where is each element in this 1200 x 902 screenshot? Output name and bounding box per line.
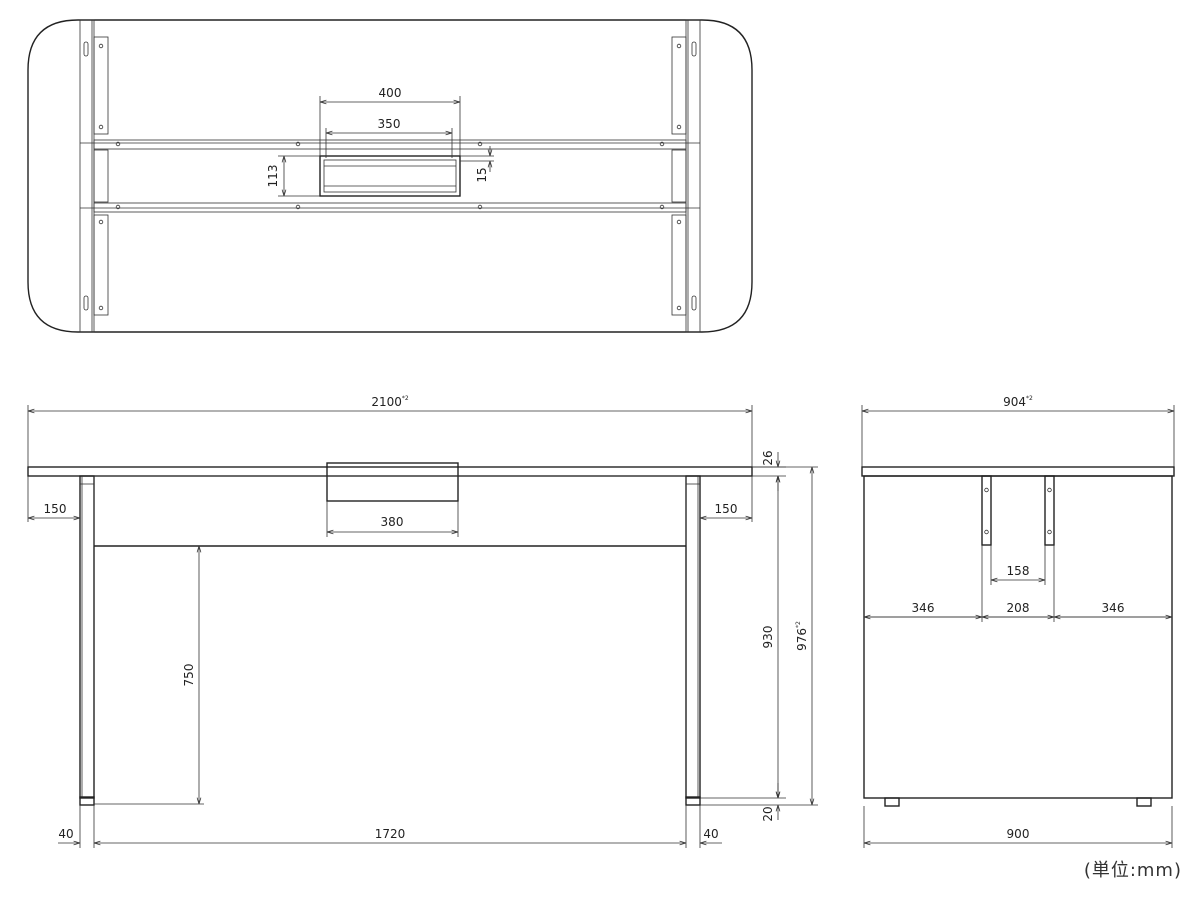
dim-leg-span: 1720 <box>375 827 406 841</box>
side-bracket-left <box>981 475 992 546</box>
front-right-adjuster <box>685 796 701 806</box>
front-right-leg <box>685 475 701 799</box>
front-left-adjuster <box>79 796 95 806</box>
dim-slot-rim: 15 <box>475 167 489 182</box>
dim-slot-outer: 400 <box>379 86 402 100</box>
dim-total-height: 976*2 <box>795 621 809 651</box>
top-view: 400 350 113 15 <box>27 19 753 333</box>
unit-label: (単位:mm) <box>1083 860 1182 881</box>
dim-top-thickness: 26 <box>761 450 775 465</box>
dim-leg-right: 40 <box>703 827 718 841</box>
bracket-bottom-right <box>671 214 687 316</box>
cable-box-outer <box>319 155 461 197</box>
side-panel <box>863 475 1173 799</box>
side-foot-left <box>884 797 900 807</box>
dim-slot-depth: 113 <box>266 165 280 188</box>
dim-panel-width: 900 <box>1007 827 1030 841</box>
front-left-leg <box>79 475 95 799</box>
dim-seg-right: 346 <box>1102 601 1125 615</box>
cross-beam-rear <box>93 202 687 213</box>
bracket-top-left <box>93 36 109 135</box>
cable-box-inner <box>323 159 457 193</box>
dim-total-depth: 904*2 <box>1003 395 1033 409</box>
cross-beam-front <box>93 139 687 150</box>
bracket-bottom-left <box>93 214 109 316</box>
dim-knee-height: 750 <box>182 664 196 687</box>
dim-right-overhang: 150 <box>715 502 738 516</box>
dim-seg-left: 346 <box>912 601 935 615</box>
side-bracket-right <box>1044 475 1055 546</box>
front-view: 2100*2 150 150 380 750 26 930 976*2 <box>27 395 818 848</box>
side-foot-right <box>1136 797 1152 807</box>
dim-leg-left: 40 <box>58 827 73 841</box>
dim-box-width: 380 <box>381 515 404 529</box>
dim-seg-mid: 208 <box>1007 601 1030 615</box>
dim-left-overhang: 150 <box>44 502 67 516</box>
front-cable-box <box>326 462 459 502</box>
desktop-outline <box>27 19 753 333</box>
dim-bracket-gap: 158 <box>1007 564 1030 578</box>
dim-frame-height: 930 <box>761 626 775 649</box>
bracket-top-right <box>671 36 687 135</box>
side-view: 904*2 158 346 208 346 900 <box>861 395 1175 848</box>
dim-slot-inner: 350 <box>378 117 401 131</box>
front-desktop <box>27 466 753 477</box>
side-desktop <box>861 466 1175 477</box>
front-modesty-panel <box>93 475 687 547</box>
mounting-holes <box>98 43 682 311</box>
dim-adjuster: 20 <box>761 806 775 821</box>
dim-total-width: 2100*2 <box>371 395 409 409</box>
